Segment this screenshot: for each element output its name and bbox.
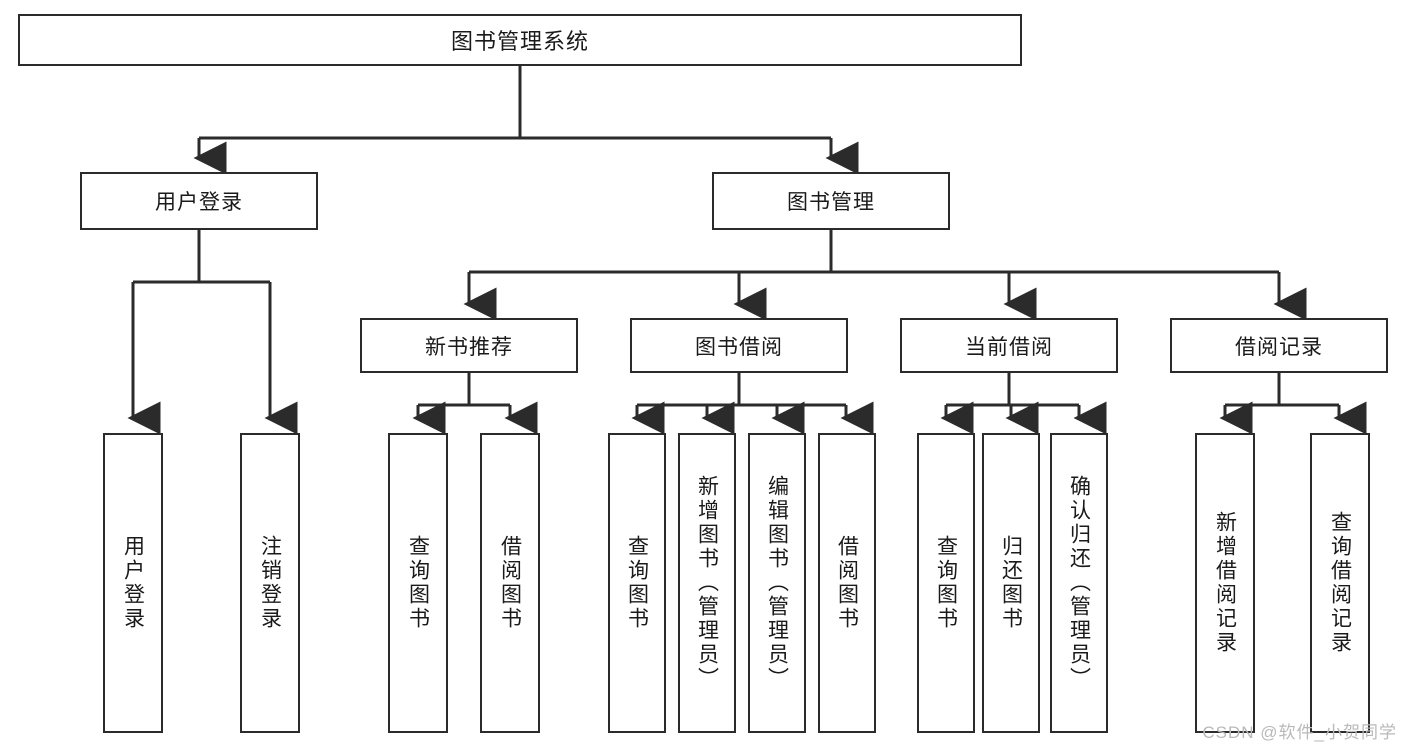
node-leaf-borrow-books-new[interactable]: 借阅图书 — [480, 433, 540, 733]
node-label: 新书推荐 — [425, 335, 513, 359]
node-root-library-system[interactable]: 图书管理系统 — [18, 14, 1022, 66]
node-leaf-add-book-admin[interactable]: 新增图书（管理员） — [678, 433, 736, 733]
node-label: 新增借阅记录 — [1213, 511, 1237, 655]
node-label: 图书借阅 — [695, 335, 783, 359]
node-label: 注销登录 — [258, 535, 282, 631]
node-label: 查询图书 — [934, 535, 958, 631]
node-leaf-query-books-new[interactable]: 查询图书 — [388, 433, 448, 733]
node-label: 借阅图书 — [498, 535, 522, 631]
node-label: 新增图书（管理员） — [695, 475, 719, 691]
node-label: 用户登录 — [155, 191, 243, 214]
watermark-text: CSDN @软件_小贺同学 — [1202, 723, 1397, 742]
node-current-borrow[interactable]: 当前借阅 — [900, 318, 1118, 373]
node-leaf-borrow-books[interactable]: 借阅图书 — [818, 433, 876, 733]
node-label: 编辑图书（管理员） — [765, 475, 789, 691]
node-label: 查询图书 — [406, 535, 430, 631]
node-label: 确认归还（管理员） — [1067, 475, 1091, 691]
node-user-login[interactable]: 用户登录 — [80, 172, 318, 230]
node-label: 归还图书 — [999, 535, 1023, 631]
node-label: 用户登录 — [121, 535, 145, 631]
node-book-borrow[interactable]: 图书借阅 — [630, 318, 848, 373]
node-borrow-records[interactable]: 借阅记录 — [1170, 318, 1388, 373]
node-new-book-recommend[interactable]: 新书推荐 — [360, 318, 578, 373]
node-leaf-edit-book-admin[interactable]: 编辑图书（管理员） — [748, 433, 806, 733]
node-label: 图书管理系统 — [450, 29, 589, 54]
node-leaf-add-borrow-record[interactable]: 新增借阅记录 — [1195, 433, 1255, 733]
node-label: 查询借阅记录 — [1328, 511, 1352, 655]
node-label: 图书管理 — [787, 191, 875, 214]
node-label: 借阅图书 — [835, 535, 859, 631]
node-label: 当前借阅 — [965, 335, 1053, 359]
node-leaf-query-books-borrow[interactable]: 查询图书 — [608, 433, 666, 733]
node-leaf-query-books-current[interactable]: 查询图书 — [917, 433, 975, 733]
node-leaf-return-books[interactable]: 归还图书 — [982, 433, 1040, 733]
node-leaf-confirm-return-admin[interactable]: 确认归还（管理员） — [1050, 433, 1108, 733]
node-book-management[interactable]: 图书管理 — [712, 172, 950, 230]
node-leaf-query-borrow-record[interactable]: 查询借阅记录 — [1310, 433, 1370, 733]
node-leaf-user-login[interactable]: 用户登录 — [103, 433, 163, 733]
node-label: 借阅记录 — [1235, 335, 1323, 359]
node-label: 查询图书 — [625, 535, 649, 631]
node-leaf-logout[interactable]: 注销登录 — [240, 433, 300, 733]
